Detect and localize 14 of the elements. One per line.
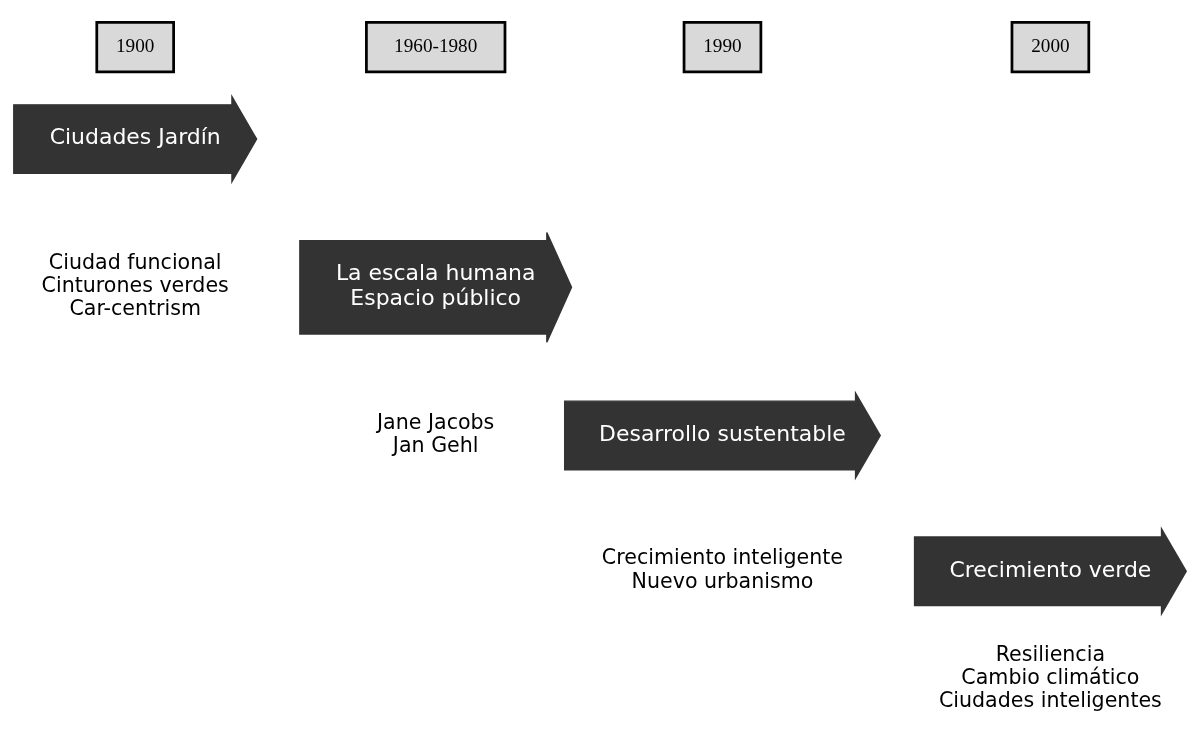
- node-label: Cambio climático: [961, 664, 1140, 689]
- node-label: Jane Jacobs: [377, 409, 495, 434]
- node-box: 2000: [1010, 20, 1091, 73]
- node-box: 1900: [95, 20, 175, 73]
- node-label: Resiliencia: [995, 641, 1106, 666]
- node-label: Ciudades inteligentes: [938, 687, 1162, 712]
- node-label: Crecimiento inteligente: [601, 544, 844, 569]
- node-label: Nuevo urbanismo: [631, 568, 814, 593]
- node-box: 1990: [682, 20, 763, 73]
- node-box: 1960-1980: [365, 20, 507, 73]
- node-label: Car-centrism: [69, 295, 201, 320]
- node-label: Cinturones verdes: [41, 272, 229, 297]
- node-label: Jan Gehl: [392, 432, 479, 457]
- node-label: Ciudad funcional: [48, 249, 222, 274]
